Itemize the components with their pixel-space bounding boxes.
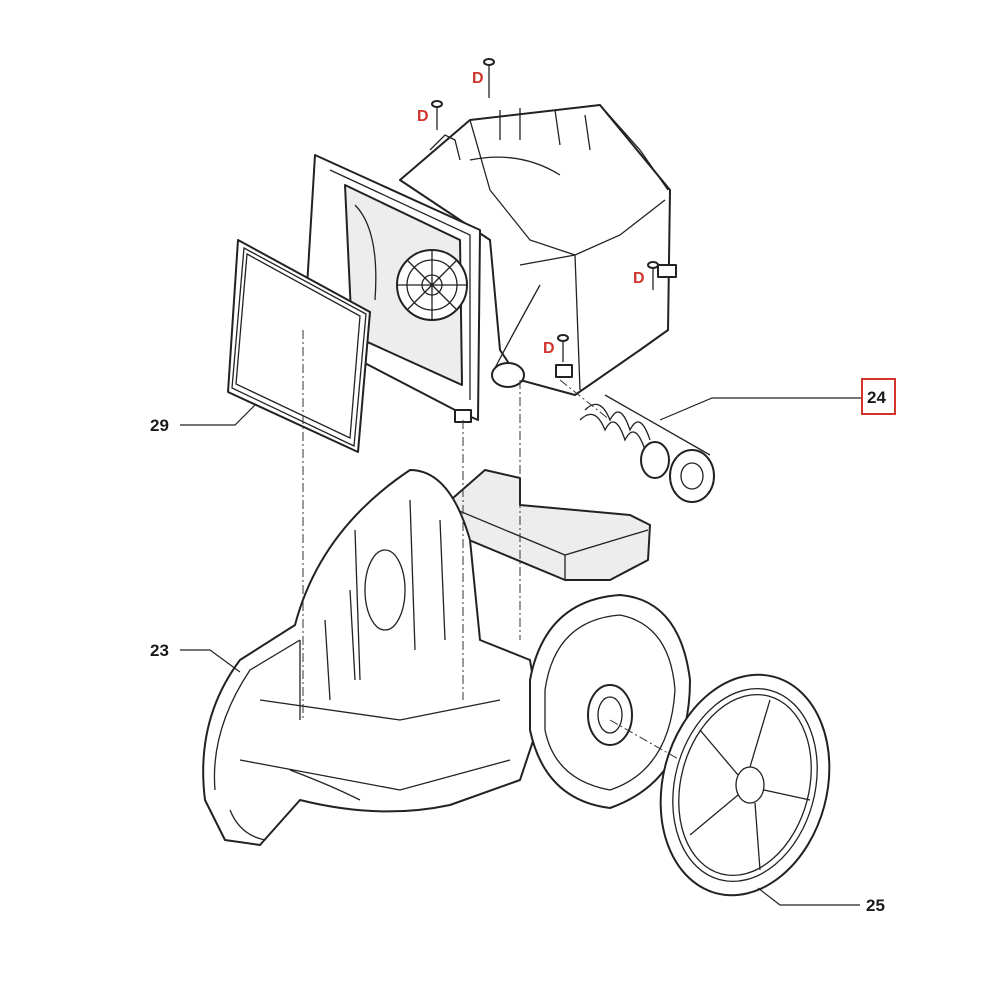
- part-label-23: 23: [150, 641, 169, 660]
- screw-d-right: [647, 261, 659, 290]
- screw-d-left: [431, 100, 443, 130]
- leader-29: [180, 404, 256, 426]
- filter-pad: [444, 469, 651, 581]
- screw-label-top: D: [472, 70, 484, 87]
- leader-23: [180, 649, 241, 673]
- highlight-box-24: [861, 378, 896, 415]
- assembly-lines: [302, 330, 681, 761]
- body-base-part-23: [202, 469, 691, 846]
- spring-bushing-part-24: [579, 394, 715, 503]
- screw-label-bottom: D: [543, 340, 555, 357]
- part-label-24: 24: [867, 388, 886, 407]
- motor-housing: [295, 104, 677, 423]
- part-label-29: 29: [150, 416, 169, 435]
- screw-d-top: [483, 58, 495, 98]
- filter-frame-part-29: [227, 239, 371, 453]
- part-label-25: 25: [866, 896, 885, 915]
- screw-label-left: D: [417, 108, 429, 125]
- leader-25: [757, 887, 860, 906]
- wheel-part-25: [659, 673, 831, 897]
- leader-24: [659, 397, 862, 421]
- screw-label-right: D: [633, 270, 645, 287]
- screw-d-bottom: [557, 334, 569, 362]
